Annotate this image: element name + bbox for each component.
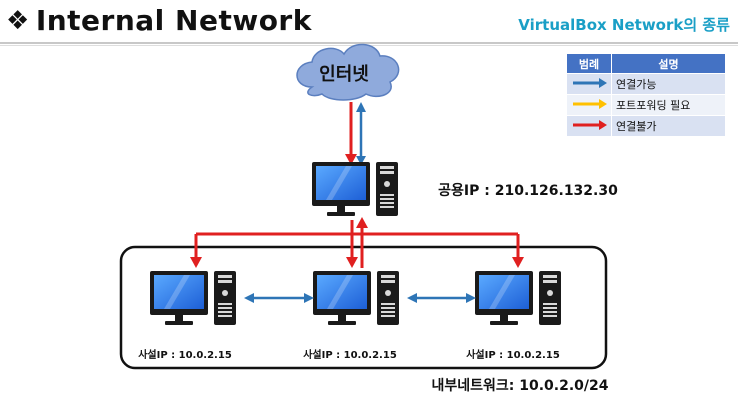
page-subtitle: VirtualBox Network의 종류 [518,16,730,34]
vm3-computer-icon [475,271,561,325]
diamond-bullet-icon: ❖ [6,5,30,36]
legend-header-desc: 설명 [611,53,726,74]
vm1-computer-icon [150,271,236,325]
internet-cloud-icon [296,43,400,101]
host-ip-label: 공용IP : 210.126.132.30 [438,183,618,199]
host-computer-icon [312,162,398,216]
legend-row: 연결불가 [566,115,726,137]
legend-table: 범례 설명 연결가능 포트포워딩 필요 연결불가 [566,53,726,137]
page-title: ❖ Internal Network [6,4,312,37]
internal-network-label: 내부네트워크: 10.0.2.0/24 [431,378,608,394]
header-divider [0,42,738,44]
internet-label: 인터넷 [319,64,369,85]
legend-desc: 연결불가 [611,115,726,137]
vm2-ip-label: 사설IP : 10.0.2.15 [303,348,397,361]
vm2-computer-icon [313,271,399,325]
legend-header-symbol: 범례 [566,53,612,74]
vm3-ip-label: 사설IP : 10.0.2.15 [466,348,560,361]
legend-red-arrow-icon [566,115,612,137]
title-text: Internal Network [35,4,312,37]
legend-yellow-arrow-icon [566,94,612,116]
legend-desc: 포트포워딩 필요 [611,94,726,116]
vm1-ip-label: 사설IP : 10.0.2.15 [138,348,232,361]
legend-row: 포트포워딩 필요 [566,94,726,116]
